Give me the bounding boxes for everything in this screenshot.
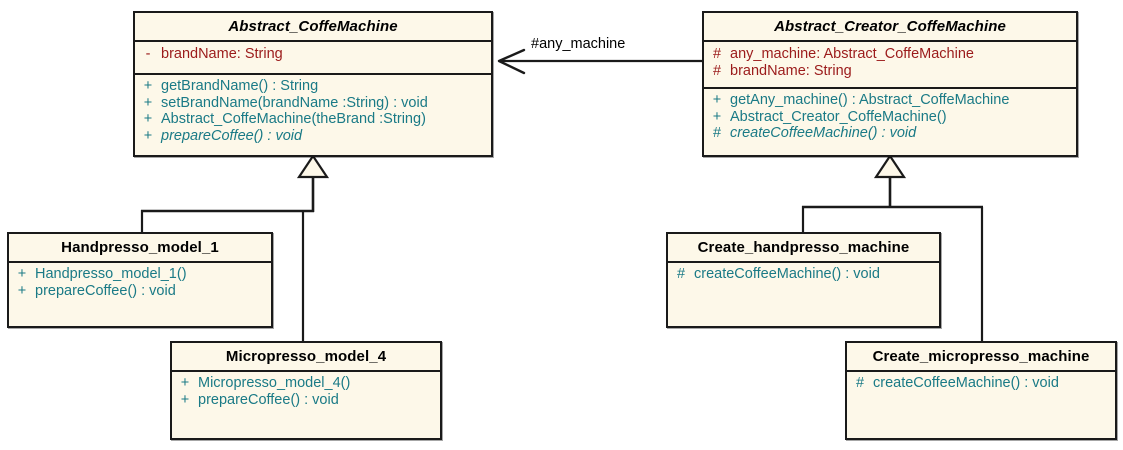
inheritance-triangle-right (873, 154, 907, 179)
visibility-marker: + (180, 375, 190, 391)
methods-compartment: + Handpresso_model_1() + prepareCoffee()… (9, 261, 271, 302)
visibility-marker: + (180, 391, 190, 408)
association-label-any-machine: #any_machine (531, 36, 626, 52)
class-name-micropresso-model-4: Micropresso_model_4 (225, 348, 387, 365)
method-row: + getAny_machine() : Abstract_CoffeMachi… (704, 92, 1076, 109)
attributes-compartment: - brandName: String (135, 40, 491, 73)
method-label: createCoffeeMachine() : void (694, 266, 880, 282)
visibility-marker: # (855, 375, 865, 391)
methods-compartment: + getAny_machine() : Abstract_CoffeMachi… (704, 87, 1076, 145)
attribute-row: # any_machine: Abstract_CoffeMachine (704, 46, 1076, 63)
visibility-marker: + (17, 266, 27, 282)
attribute-row: # brandName: String (704, 63, 1076, 80)
class-box-abstract-coffemachine[interactable]: Abstract_CoffeMachine - brandName: Strin… (133, 11, 493, 157)
method-label: prepareCoffee() : void (198, 391, 339, 408)
class-name-create-micropresso-machine: Create_micropresso_machine (872, 348, 1090, 365)
method-row: + prepareCoffee() : void (135, 128, 491, 145)
class-box-create-handpresso-machine[interactable]: Create_handpresso_machine # createCoffee… (666, 232, 941, 328)
method-label: getBrandName() : String (161, 78, 319, 94)
method-label: Abstract_Creator_CoffeMachine() (730, 108, 947, 125)
method-row: + Micropresso_model_4() (172, 375, 440, 392)
visibility-marker: + (143, 78, 153, 94)
method-label: prepareCoffee() : void (35, 282, 176, 299)
attribute-label: any_machine: Abstract_CoffeMachine (730, 46, 974, 62)
method-label: setBrandName(brandName :String) : void (161, 94, 428, 111)
method-label: createCoffeeMachine() : void (873, 375, 1059, 391)
visibility-marker: # (712, 125, 722, 141)
attributes-compartment: # any_machine: Abstract_CoffeMachine # b… (704, 40, 1076, 87)
class-name-abstract-creator-coffemachine: Abstract_Creator_CoffeMachine (774, 18, 1006, 35)
method-label: Abstract_CoffeMachine(theBrand :String) (161, 111, 426, 127)
class-name-abstract-coffemachine: Abstract_CoffeMachine (228, 18, 398, 35)
visibility-marker: # (676, 266, 686, 282)
method-label: getAny_machine() : Abstract_CoffeMachine (730, 92, 1010, 108)
class-box-micropresso-model-4[interactable]: Micropresso_model_4 + Micropresso_model_… (170, 341, 442, 440)
class-box-create-micropresso-machine[interactable]: Create_micropresso_machine # createCoffe… (845, 341, 1117, 440)
method-label: prepareCoffee() : void (161, 127, 303, 144)
method-row: + Abstract_CoffeMachine(theBrand :String… (135, 111, 491, 128)
method-row: + prepareCoffee() : void (9, 283, 271, 300)
association-any-machine (497, 48, 702, 75)
method-label: Micropresso_model_4() (198, 375, 351, 391)
methods-compartment: # createCoffeeMachine() : void (847, 370, 1115, 395)
method-row: + prepareCoffee() : void (172, 392, 440, 409)
method-label: createCoffeeMachine() : void (730, 125, 917, 141)
methods-compartment: # createCoffeeMachine() : void (668, 261, 939, 286)
class-box-handpresso-model-1[interactable]: Handpresso_model_1 + Handpresso_model_1(… (7, 232, 273, 328)
visibility-marker: + (143, 127, 153, 144)
visibility-marker: # (712, 46, 722, 62)
visibility-marker: + (712, 92, 722, 108)
methods-compartment: + getBrandName() : String + setBrandName… (135, 73, 491, 147)
attribute-row: - brandName: String (135, 46, 491, 63)
attribute-label: brandName: String (730, 62, 852, 79)
class-box-abstract-creator-coffemachine[interactable]: Abstract_Creator_CoffeMachine # any_mach… (702, 11, 1078, 157)
method-label: Handpresso_model_1() (35, 266, 187, 282)
method-row: # createCoffeeMachine() : void (847, 375, 1115, 392)
visibility-marker: - (145, 46, 151, 62)
method-row: + setBrandName(brandName :String) : void (135, 95, 491, 112)
visibility-marker: + (17, 282, 27, 299)
visibility-marker: + (143, 94, 153, 111)
method-row: + Handpresso_model_1() (9, 266, 271, 283)
method-row: # createCoffeeMachine() : void (704, 125, 1076, 142)
method-row: + getBrandName() : String (135, 78, 491, 95)
methods-compartment: + Micropresso_model_4() + prepareCoffee(… (172, 370, 440, 411)
class-name-create-handpresso-machine: Create_handpresso_machine (697, 239, 910, 256)
method-row: # createCoffeeMachine() : void (668, 266, 939, 283)
method-row: + Abstract_Creator_CoffeMachine() (704, 109, 1076, 126)
inheritance-triangle-left (296, 154, 330, 179)
visibility-marker: + (712, 108, 722, 125)
visibility-marker: + (143, 111, 153, 127)
attribute-label: brandName: String (161, 46, 283, 62)
visibility-marker: # (712, 62, 722, 79)
class-name-handpresso-model-1: Handpresso_model_1 (61, 239, 219, 256)
